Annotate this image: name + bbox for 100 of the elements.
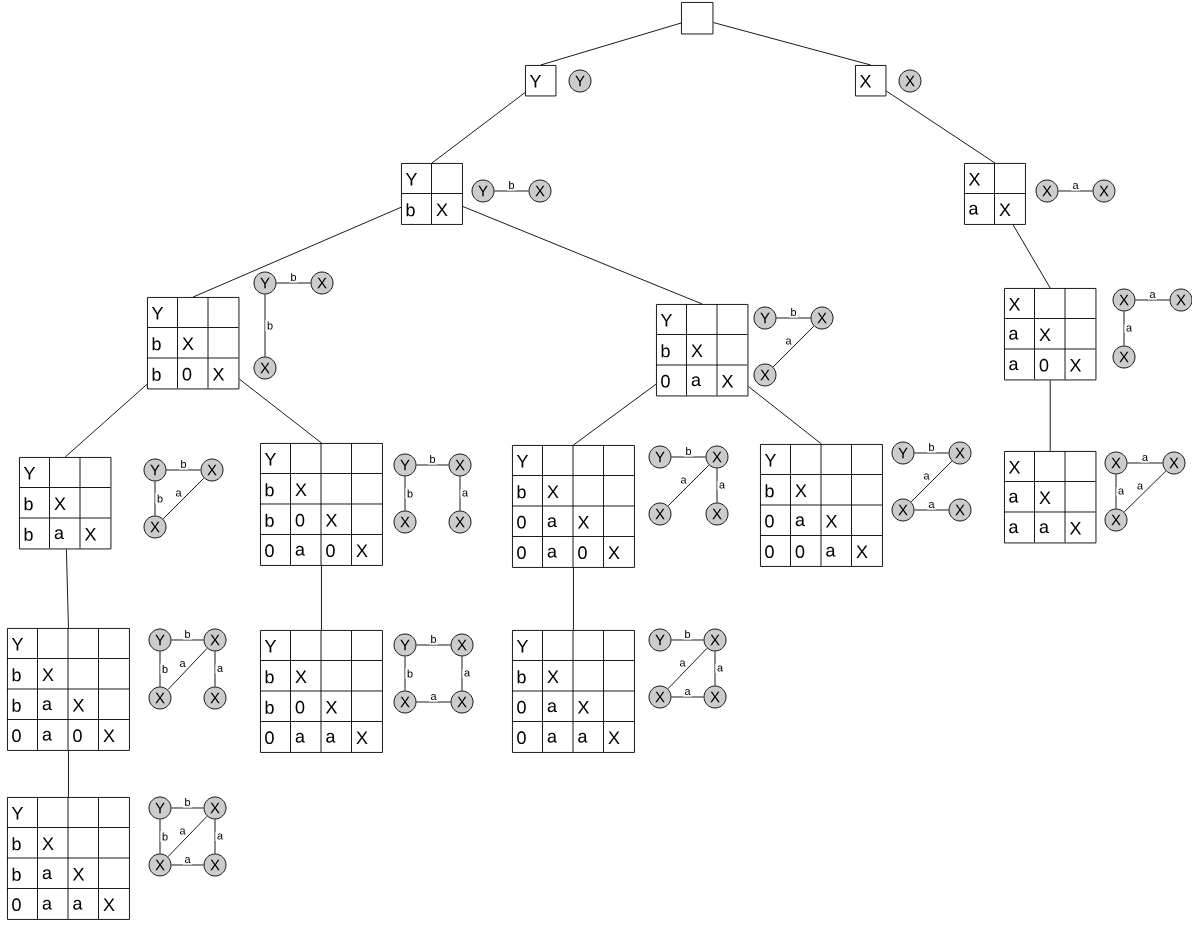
edge-label: a [428,692,439,702]
graph-edge [1058,190,1093,192]
matrix-entry: X [212,368,225,381]
connector-line [68,750,69,798]
graph-edge [667,647,708,690]
matrix-entry: a [547,732,557,743]
matrix-entry: 0 [661,374,670,388]
graph-vertex: X [648,502,672,526]
edge-label: a [1116,487,1126,496]
matrix-table [146,296,240,390]
graph-edge [914,452,949,454]
matrix-table [963,162,1026,225]
matrix-entry: Y [660,314,673,327]
edge-label: b [788,306,799,318]
graph-edge [167,647,208,691]
matrix-entry: b [765,484,774,498]
connector-line [65,548,69,629]
matrix-entry: X [1069,359,1082,372]
graph-vertex: X [203,628,227,652]
connector-line [712,22,872,66]
edge-label: a [215,832,225,841]
matrix-entry: 0 [517,731,526,745]
connector-line [573,567,574,631]
graph-vertex: X [648,685,672,709]
matrix-table [1003,287,1097,381]
graph-vertex: X [148,686,172,710]
graph-edge [1127,462,1163,464]
edge-label: b [506,179,517,191]
connector-line [1049,379,1051,452]
graph-edge [1115,474,1117,509]
matrix-table [6,796,130,920]
graph-edge [716,468,718,503]
graph-vertex: X [148,853,172,877]
matrix-entry: 0 [765,514,774,528]
matrix-entry: b [152,337,161,351]
matrix-entry: a [295,732,305,743]
matrix-entry: X [999,203,1011,216]
matrix-entry: Y [11,807,24,820]
matrix-entry: X [72,699,85,712]
matrix-table [655,303,749,397]
matrix-entry: a [54,529,64,540]
connector-line [747,386,822,445]
graph-vertex: X [450,690,474,714]
matrix-entry: X [691,344,703,357]
matrix-entry: X [103,729,115,742]
matrix-entry: b [12,867,21,881]
matrix-entry: a [73,899,83,910]
matrix-entry: X [825,515,838,528]
graph-vertex: X [753,363,777,387]
matrix-entry: b [265,483,274,497]
matrix-entry: 0 [765,545,774,559]
graph-edge [159,819,161,854]
matrix-entry: a [578,732,588,743]
graph-vertex: Y [568,69,592,93]
matrix-entry: X [325,514,338,527]
graph-edge [1123,470,1167,513]
matrix-entry: X [182,337,194,350]
matrix-entry: b [265,670,274,684]
matrix-table [759,443,883,567]
graph-vertex: X [310,271,334,295]
matrix-entry: 0 [517,546,526,560]
matrix-entry: 0 [73,729,82,743]
edge-label: a [1147,290,1158,300]
matrix-entry: a [691,376,701,387]
matrix-entry: a [547,547,557,558]
edge-label: a [682,687,693,697]
matrix-entry: Y [764,454,777,467]
matrix-entry: Y [529,75,542,88]
matrix-entry: X [84,528,97,541]
graph-edge [1135,299,1170,301]
edge-label: b [265,319,275,332]
matrix-entry: X [295,670,307,683]
graph-vertex: X [703,685,727,709]
matrix-entry: X [42,668,54,681]
graph-edge [162,477,205,520]
graph-vertex: X [1092,179,1116,203]
edge-label: b [682,628,693,640]
matrix-entry: X [721,375,734,388]
graph-vertex: X [393,510,417,534]
connector-line [64,383,148,458]
matrix-entry: Y [516,640,529,653]
edge-label: a [926,500,937,510]
graph-edge [166,469,201,471]
graph-edge [171,807,204,809]
matrix-entry: X [1008,461,1021,474]
connector-line [462,206,703,305]
matrix-entry: X [547,485,559,498]
graph-vertex: X [1162,451,1186,475]
graph-vertex: Y [253,271,277,295]
graph-edge [404,656,406,691]
matrix-entry: Y [516,455,529,468]
matrix-entry: 0 [265,731,274,745]
matrix-entry: X [1039,491,1051,504]
matrix-entry: a [547,517,557,528]
matrix-entry: 0 [326,544,335,558]
graph-vertex: X [1169,288,1192,312]
matrix-entry: X [859,75,872,88]
matrix-entry: b [24,527,33,541]
matrix-entry: 0 [12,898,21,912]
matrix-entry: a [826,546,836,557]
